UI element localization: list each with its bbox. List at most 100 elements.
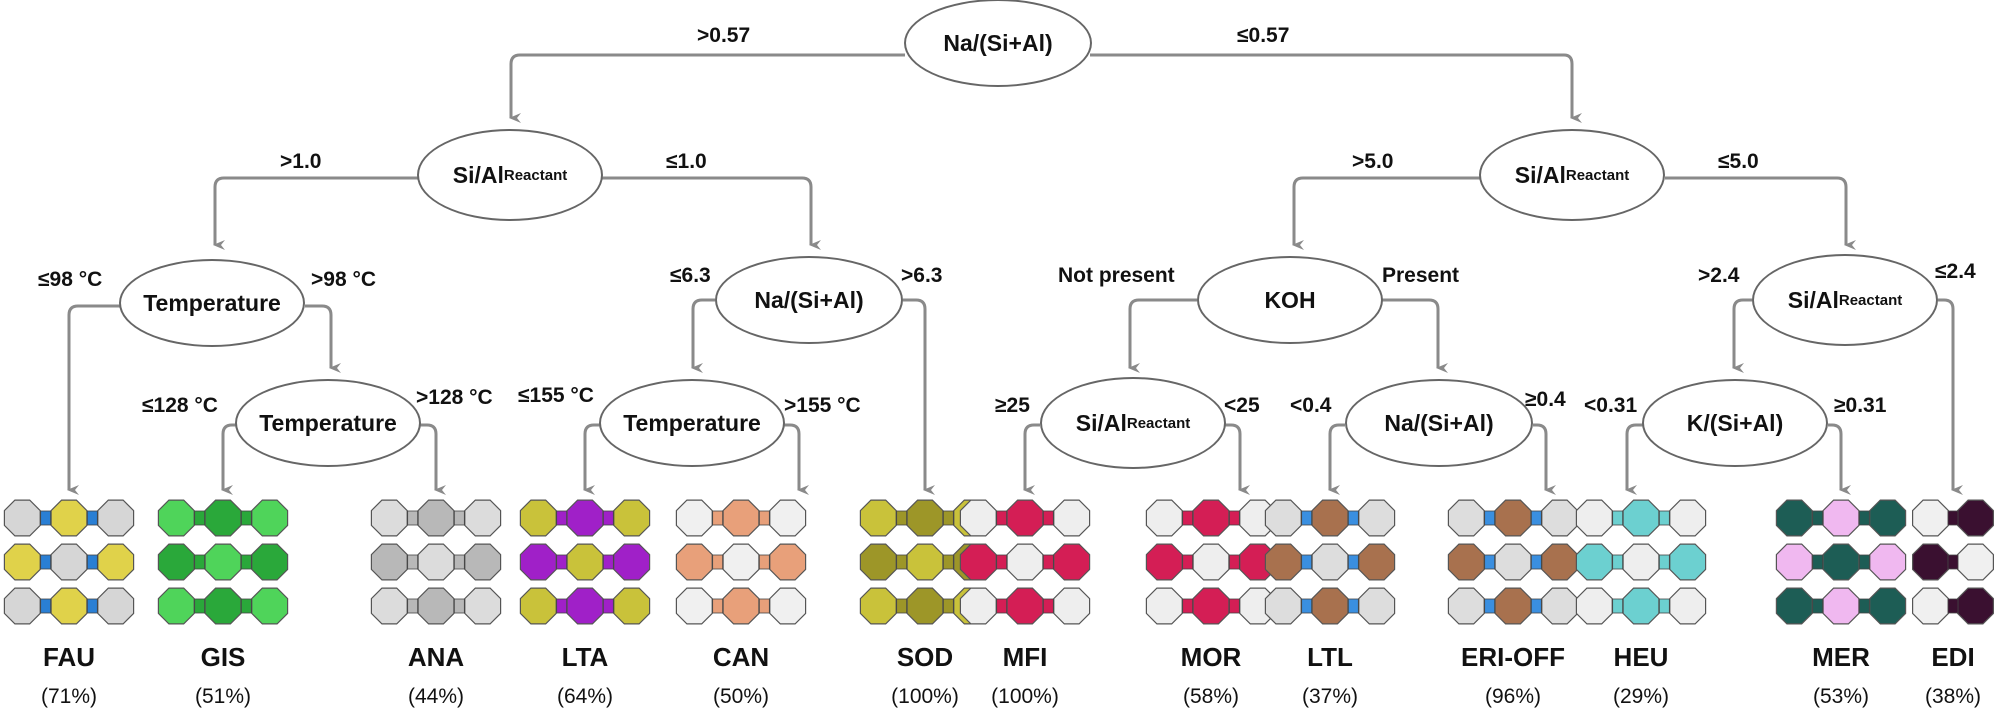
leaf-fau: FAU (71%): [0, 496, 144, 709]
edge-temp1-l: [67, 304, 120, 495]
edge-k1-l: [1625, 423, 1643, 495]
leaf-name: EDI: [1931, 642, 1975, 672]
node-right-si-al-sub: Reactant: [1565, 166, 1630, 184]
leaf-percentage: (50%): [712, 685, 770, 708]
leaf-percentage: (53%): [1812, 685, 1870, 708]
leaf-name: MFI: [1002, 642, 1048, 672]
edge-label-temp1-l: ≤98 °C: [38, 268, 103, 291]
node-si-al-3-label: Si/Al: [1075, 409, 1127, 436]
node-temperature-1: Temperature: [119, 259, 305, 347]
node-left-si-al-label: Si/Al: [452, 161, 504, 188]
leaf-percentage: (38%): [1924, 685, 1982, 708]
framework-structure-image: [1264, 499, 1396, 625]
edge-label-koh-r: Present: [1382, 264, 1460, 287]
node-si-al-4-label: Si/Al: [1787, 286, 1839, 313]
edge-temp3-r: [782, 423, 809, 495]
edge-root-right: [1090, 53, 1582, 123]
edge-si4-r: [1938, 298, 1963, 495]
node-si-al-3-sub: Reactant: [1126, 414, 1191, 432]
leaf-percentage: (29%): [1612, 685, 1670, 708]
leaf-ana: ANA(44%): [361, 496, 511, 709]
leaf-percentage: (37%): [1301, 685, 1359, 708]
node-na-si-al-2-label: Na/(Si+Al): [754, 286, 864, 313]
framework-structure-image: [1775, 499, 1907, 625]
leaf-name: CAN: [712, 642, 770, 672]
framework-structure-image: [519, 499, 651, 625]
leaf-name: FAU: [43, 642, 95, 672]
node-k-si-al-label: K/(Si+Al): [1686, 409, 1784, 436]
edge-si3-r: [1225, 423, 1250, 495]
node-temperature-3: Temperature: [599, 379, 785, 467]
edge-label-temp2-r: >128 °C: [416, 386, 493, 409]
edge-label-na2-r: >6.3: [901, 264, 943, 287]
edge-label-temp1-r: >98 °C: [311, 268, 377, 291]
leaf-name: MER: [1812, 642, 1870, 672]
leaf-edi: EDI (38%): [1906, 496, 2000, 709]
edge-label-root-right: ≤0.57: [1237, 24, 1290, 47]
edge-k1-r: [1828, 423, 1851, 495]
node-root-label: Na/(Si+Al): [943, 29, 1053, 56]
framework-structure-image: [675, 499, 807, 625]
leaf-mer: MER (53%): [1766, 496, 1916, 709]
leaf-percentage: (71%): [40, 685, 98, 708]
edge-right-l: [1292, 176, 1480, 250]
leaf-name: GIS: [200, 642, 246, 672]
leaf-name: LTL: [1307, 642, 1353, 672]
edge-label-na2-l: ≤6.3: [670, 264, 711, 287]
framework-structure-image: [1447, 499, 1579, 625]
leaf-name: ANA: [407, 642, 465, 672]
node-koh: KOH: [1197, 256, 1383, 344]
edge-na2-r: [903, 298, 935, 495]
edge-left-l: [213, 176, 418, 250]
edge-label-k1-r: ≥0.31: [1834, 394, 1887, 417]
leaf-lta: LTA (64%): [510, 496, 660, 709]
edge-label-si4-l: >2.4: [1698, 264, 1740, 287]
edge-label-si4-r: ≤2.4: [1935, 260, 1976, 283]
framework-structure-image: [1575, 499, 1707, 625]
edge-koh-l: [1128, 298, 1197, 373]
leaf-mfi: MFI (100%): [950, 496, 1100, 709]
framework-structure-image: [370, 499, 502, 625]
edge-koh-r: [1382, 298, 1448, 373]
node-root: Na/(Si+Al): [904, 0, 1092, 87]
edge-label-right-l: >5.0: [1352, 150, 1394, 173]
edge-temp2-l: [221, 423, 238, 495]
node-temperature-1-label: Temperature: [143, 289, 281, 316]
node-right-si-al-label: Si/Al: [1514, 161, 1566, 188]
leaf-percentage: (96%): [1484, 685, 1542, 708]
leaf-percentage: (58%): [1182, 685, 1240, 708]
leaf-heu: HEU(29%): [1566, 496, 1716, 709]
leaf-name: LTA: [561, 642, 609, 672]
leaf-percentage: (100%): [991, 685, 1059, 708]
edge-root-left: [509, 53, 905, 123]
edge-label-temp3-r: >155 °C: [784, 394, 861, 417]
edge-na3-r: [1533, 423, 1556, 495]
leaf-name: ERI-OFF: [1461, 642, 1565, 672]
edge-si4-l: [1732, 298, 1752, 373]
node-temperature-3-label: Temperature: [623, 409, 761, 436]
leaf-percentage: (64%): [556, 685, 614, 708]
node-k-si-al: K/(Si+Al): [1642, 379, 1828, 467]
leaf-ltl: LTL (37%): [1255, 496, 1405, 709]
edge-temp1-r: [305, 304, 341, 373]
node-left-si-al-sub: Reactant: [503, 166, 568, 184]
node-na-si-al-3: Na/(Si+Al): [1345, 379, 1533, 467]
leaf-percentage: (51%): [194, 685, 252, 708]
edge-left-r: [602, 176, 821, 250]
leaf-name: MOR: [1180, 642, 1242, 672]
edge-si3-l: [1023, 423, 1040, 495]
edge-na3-l: [1328, 423, 1345, 495]
edge-right-r: [1665, 176, 1856, 250]
edge-label-root-left: >0.57: [697, 24, 751, 47]
framework-structure-image: [1911, 499, 1995, 625]
node-si-al-4-sub: Reactant: [1838, 291, 1903, 309]
edge-label-temp3-l: ≤155 °C: [518, 384, 594, 407]
framework-structure-image: [3, 499, 135, 625]
edge-label-na3-l: <0.4: [1290, 394, 1332, 417]
edge-label-left-r: ≤1.0: [666, 150, 707, 173]
framework-structure-image: [959, 499, 1091, 625]
